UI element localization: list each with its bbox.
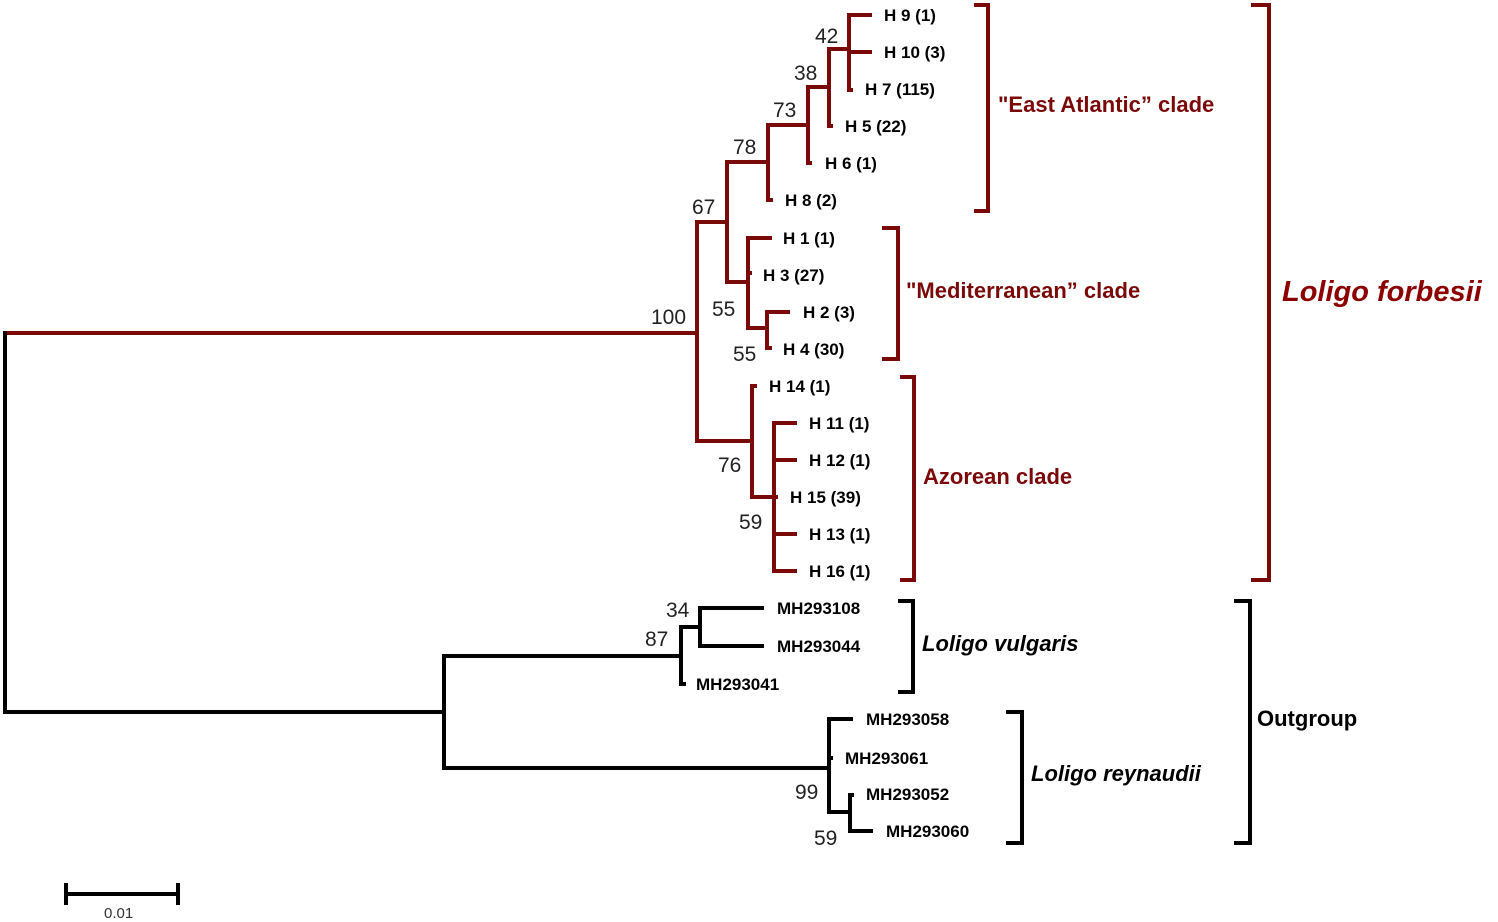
label-loligo-forbesii: Loligo forbesii	[1282, 276, 1483, 308]
bootstrap-38: 38	[794, 62, 817, 85]
leaf-mh293061: MH293061	[845, 749, 928, 768]
node-55b-branches	[765, 310, 790, 350]
leaf-h2: H 2 (3)	[803, 303, 855, 322]
bracket-outgroup	[1234, 599, 1252, 845]
node-34-branches	[698, 606, 764, 648]
node-78-branches	[766, 123, 810, 202]
bracket-vulgaris	[898, 599, 915, 694]
leaf-h16: H 16 (1)	[809, 562, 870, 581]
scale-bar-label: 0.01	[104, 905, 133, 922]
bootstrap-55a: 55	[712, 298, 735, 321]
leaf-h13: H 13 (1)	[809, 525, 870, 544]
leaf-h14: H 14 (1)	[769, 377, 830, 396]
leaf-h11: H 11 (1)	[809, 414, 869, 433]
bootstrap-42: 42	[815, 25, 838, 48]
node-59a-branches	[772, 421, 797, 573]
leaf-mh293041: MH293041	[696, 675, 779, 694]
leaf-h9: H 9 (1)	[884, 6, 936, 25]
node-76-branches	[750, 384, 776, 499]
label-loligo-reynaudii: Loligo reynaudii	[1031, 761, 1202, 786]
node-38-branches	[827, 47, 851, 128]
leaf-h3: H 3 (27)	[763, 266, 824, 285]
bracket-azorean	[900, 375, 916, 582]
leaf-mh293060: MH293060	[886, 822, 969, 841]
scale-bar-line	[64, 883, 180, 905]
bootstrap-76: 76	[718, 454, 741, 477]
outgroup-node-branches	[442, 654, 831, 770]
bracket-forbesii	[1251, 3, 1271, 582]
label-azorean-clade: Azorean clade	[923, 464, 1072, 489]
bootstrap-59a: 59	[739, 511, 762, 534]
node-73-branches	[806, 85, 831, 165]
scale-bar: 0.01	[64, 883, 180, 922]
bootstrap-78: 78	[733, 136, 756, 159]
bracket-mediterranean	[882, 226, 900, 361]
leaf-h15: H 15 (39)	[790, 488, 861, 507]
node-59b-branches	[848, 793, 873, 833]
node-42-branches	[847, 13, 872, 92]
ingroup-branches	[3, 13, 872, 573]
clade-labels: "East Atlantic” clade "Mediterranean” cl…	[906, 92, 1483, 786]
node-55a-branches	[746, 236, 772, 330]
bootstrap-34: 34	[666, 599, 690, 622]
bootstrap-73: 73	[773, 99, 796, 122]
bootstrap-67: 67	[692, 196, 715, 219]
label-east-atlantic-clade: "East Atlantic” clade	[998, 92, 1214, 117]
bootstrap-values: 42 38 73 78 67 100 55 55 76 59 34 87 99 …	[645, 25, 838, 850]
label-loligo-vulgaris: Loligo vulgaris	[922, 631, 1078, 656]
leaf-mh293108: MH293108	[777, 599, 860, 618]
bootstrap-100: 100	[651, 306, 686, 329]
bootstrap-59b: 59	[814, 827, 837, 850]
clade-brackets	[882, 3, 1271, 845]
leaf-h4: H 4 (30)	[783, 340, 844, 359]
leaf-h7: H 7 (115)	[865, 80, 935, 99]
leaf-h10: H 10 (3)	[884, 43, 945, 62]
bootstrap-87: 87	[645, 628, 668, 651]
outgroup-branches	[3, 331, 873, 833]
leaf-h5: H 5 (22)	[845, 117, 906, 136]
bracket-reynaudii	[1006, 710, 1024, 845]
node-67-branches	[725, 160, 770, 284]
leaf-mh293052: MH293052	[866, 785, 949, 804]
node-99-branches	[827, 717, 853, 814]
node-87-branches	[679, 625, 702, 686]
leaf-h1: H 1 (1)	[783, 229, 835, 248]
leaf-h12: H 12 (1)	[809, 451, 870, 470]
node-100-branches	[695, 220, 754, 443]
leaf-mh293058: MH293058	[866, 710, 949, 729]
label-mediterranean-clade: "Mediterranean” clade	[906, 278, 1140, 303]
leaf-mh293044: MH293044	[777, 637, 861, 656]
leaf-h8: H 8 (2)	[785, 191, 837, 210]
label-outgroup: Outgroup	[1257, 706, 1357, 731]
bootstrap-99: 99	[795, 781, 818, 804]
leaf-labels: H 9 (1) H 10 (3) H 7 (115) H 5 (22) H 6 …	[696, 6, 969, 841]
leaf-h6: H 6 (1)	[825, 154, 877, 173]
bracket-east-atlantic	[974, 3, 990, 213]
bootstrap-55b: 55	[733, 343, 756, 366]
